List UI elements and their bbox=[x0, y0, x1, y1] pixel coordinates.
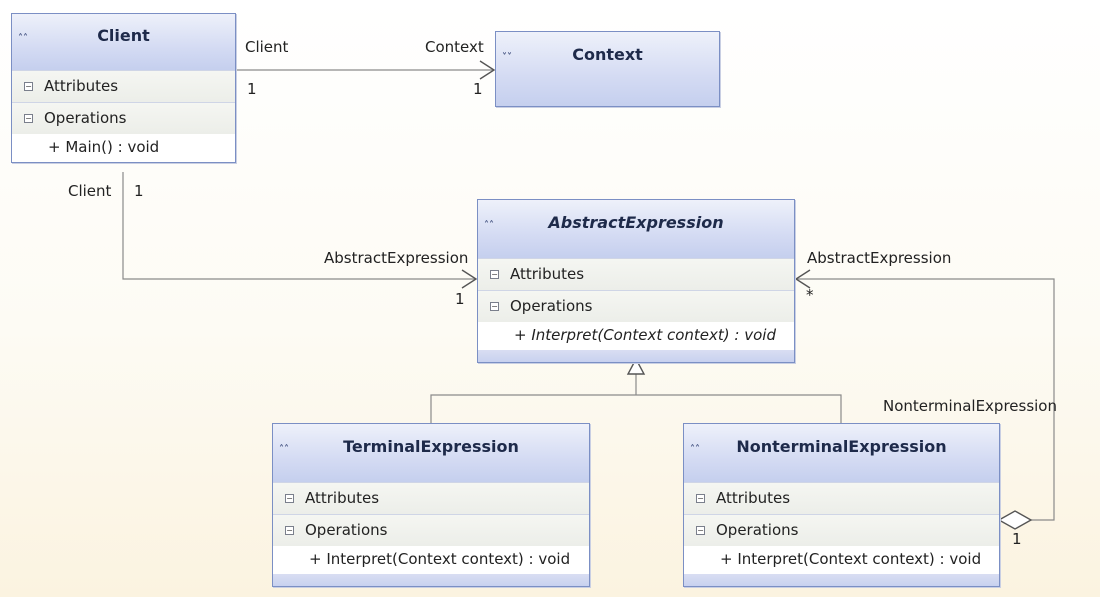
collapse-icon[interactable]: ˄˄ bbox=[484, 220, 494, 231]
collapse-box-icon[interactable]: − bbox=[24, 82, 33, 91]
collapse-box-icon[interactable]: − bbox=[285, 526, 294, 535]
operations-section[interactable]: − Operations bbox=[273, 514, 589, 546]
generalization-triangle-icon bbox=[626, 357, 646, 375]
multiplicity-label: 1 bbox=[247, 80, 257, 98]
assoc-client-context-arrowhead bbox=[479, 60, 496, 80]
operations-label: Operations bbox=[305, 521, 388, 539]
class-title: AbstractExpression bbox=[548, 213, 724, 232]
attributes-label: Attributes bbox=[44, 77, 119, 95]
operations-section[interactable]: − Operations bbox=[684, 514, 999, 546]
assoc-client-abstract-line[interactable] bbox=[122, 172, 476, 280]
role-label: AbstractExpression bbox=[807, 249, 952, 267]
generalization-branches[interactable] bbox=[430, 394, 842, 424]
class-client-header[interactable]: ˄˄ Client bbox=[12, 14, 235, 70]
assoc-client-abstract-arrowhead bbox=[461, 269, 478, 289]
expand-icon[interactable]: ˅˅ bbox=[502, 52, 512, 63]
attributes-label: Attributes bbox=[305, 489, 380, 507]
operation-item[interactable]: + Interpret(Context context) : void bbox=[478, 322, 794, 350]
class-abstract-expression[interactable]: ˄˄ AbstractExpression − Attributes − Ope… bbox=[477, 199, 795, 363]
collapse-box-icon[interactable]: − bbox=[490, 270, 499, 279]
aggregation-nonterminal-abstract-line[interactable] bbox=[796, 278, 1055, 521]
class-nonterminal-expression-header[interactable]: ˄˄ NonterminalExpression bbox=[684, 424, 999, 482]
attributes-label: Attributes bbox=[716, 489, 791, 507]
class-footer bbox=[478, 350, 794, 362]
operations-label: Operations bbox=[44, 109, 127, 127]
class-client[interactable]: ˄˄ Client − Attributes − Operations + Ma… bbox=[11, 13, 236, 163]
attributes-section[interactable]: − Attributes bbox=[478, 258, 794, 290]
role-label: Client bbox=[68, 182, 112, 200]
collapse-box-icon[interactable]: − bbox=[24, 114, 33, 123]
operations-label: Operations bbox=[510, 297, 593, 315]
aggregation-diamond-icon bbox=[997, 510, 1033, 530]
collapse-icon[interactable]: ˄˄ bbox=[690, 444, 700, 455]
collapse-box-icon[interactable]: − bbox=[490, 302, 499, 311]
attributes-section[interactable]: − Attributes bbox=[273, 482, 589, 514]
aggregation-arrowhead bbox=[794, 269, 811, 289]
operations-section[interactable]: − Operations bbox=[478, 290, 794, 322]
class-title: NonterminalExpression bbox=[736, 437, 947, 456]
multiplicity-label: 1 bbox=[473, 80, 483, 98]
multiplicity-label: * bbox=[806, 286, 814, 304]
class-terminal-expression[interactable]: ˄˄ TerminalExpression − Attributes − Ope… bbox=[272, 423, 590, 587]
multiplicity-label: 1 bbox=[1012, 530, 1022, 548]
operation-item[interactable]: + Main() : void bbox=[12, 134, 235, 162]
operation-item[interactable]: + Interpret(Context context) : void bbox=[273, 546, 589, 574]
class-footer bbox=[684, 574, 999, 586]
class-terminal-expression-header[interactable]: ˄˄ TerminalExpression bbox=[273, 424, 589, 482]
role-label: Context bbox=[425, 38, 484, 56]
operation-item[interactable]: + Interpret(Context context) : void bbox=[684, 546, 999, 574]
role-label: AbstractExpression bbox=[324, 249, 469, 267]
attributes-label: Attributes bbox=[510, 265, 585, 283]
collapse-box-icon[interactable]: − bbox=[696, 526, 705, 535]
multiplicity-label: 1 bbox=[134, 182, 144, 200]
operations-label: Operations bbox=[716, 521, 799, 539]
collapse-icon[interactable]: ˄˄ bbox=[18, 33, 28, 44]
class-title: TerminalExpression bbox=[343, 437, 519, 456]
class-abstract-expression-header[interactable]: ˄˄ AbstractExpression bbox=[478, 200, 794, 258]
multiplicity-label: 1 bbox=[455, 290, 465, 308]
attributes-section[interactable]: − Attributes bbox=[684, 482, 999, 514]
role-label: NonterminalExpression bbox=[883, 397, 1057, 415]
class-nonterminal-expression[interactable]: ˄˄ NonterminalExpression − Attributes − … bbox=[683, 423, 1000, 587]
class-footer bbox=[273, 574, 589, 586]
class-title: Client bbox=[97, 26, 150, 45]
class-context-header[interactable]: ˅˅ Context bbox=[496, 32, 719, 106]
collapse-box-icon[interactable]: − bbox=[285, 494, 294, 503]
class-context[interactable]: ˅˅ Context bbox=[495, 31, 720, 107]
collapse-box-icon[interactable]: − bbox=[696, 494, 705, 503]
operations-section[interactable]: − Operations bbox=[12, 102, 235, 134]
role-label: Client bbox=[245, 38, 289, 56]
class-title: Context bbox=[572, 45, 643, 64]
collapse-icon[interactable]: ˄˄ bbox=[279, 444, 289, 455]
attributes-section[interactable]: − Attributes bbox=[12, 70, 235, 102]
